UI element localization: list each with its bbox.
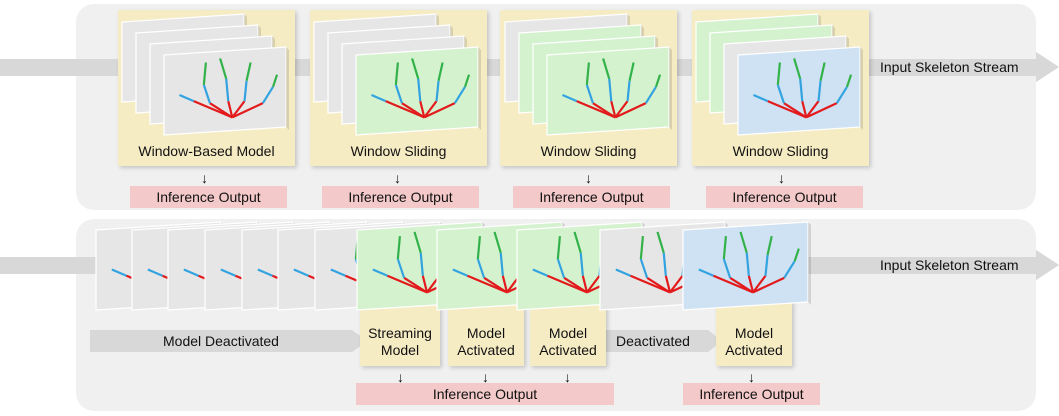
- stage-label-window-based-model: Window-Based Model: [138, 143, 275, 159]
- streaming-model-label: Streaming Model: [368, 325, 432, 358]
- down-arrow-icon: ↓: [564, 369, 571, 385]
- down-arrow-icon: ↓: [482, 369, 489, 385]
- down-arrow-icon: ↓: [585, 170, 592, 186]
- stage-label-window-sliding-3: Window Sliding: [732, 143, 829, 159]
- stage-label-window-sliding-1: Window Sliding: [350, 143, 447, 159]
- top-frame-4-4: [737, 46, 863, 136]
- bottom-frame-12: [682, 221, 811, 311]
- inference-output-main: Inference Output: [356, 383, 614, 405]
- top-stream-label: Input Skeleton Stream: [880, 59, 1019, 75]
- down-arrow-icon: ↓: [201, 170, 208, 186]
- inference-output-1: Inference Output: [130, 186, 287, 208]
- activated-box-2: [530, 300, 606, 366]
- model-activated-label-2: Model Activated: [539, 325, 597, 358]
- inference-output-2: Inference Output: [322, 186, 479, 208]
- top-frame-3-4: [546, 46, 672, 136]
- activated-box-3: [716, 300, 792, 366]
- deactivated-label: Deactivated: [616, 333, 690, 349]
- stage-label-window-sliding-2: Window Sliding: [540, 143, 637, 159]
- inference-output-right: Inference Output: [683, 383, 820, 405]
- model-activated-label-3: Model Activated: [725, 325, 783, 358]
- down-arrow-icon: ↓: [778, 170, 785, 186]
- activated-box-1: [448, 300, 524, 366]
- inference-output-4: Inference Output: [706, 186, 863, 208]
- down-arrow-icon: ↓: [748, 369, 755, 385]
- down-arrow-icon: ↓: [397, 369, 404, 385]
- model-deactivated-label: Model Deactivated: [163, 333, 279, 349]
- inference-output-3: Inference Output: [513, 186, 670, 208]
- down-arrow-icon: ↓: [394, 170, 401, 186]
- top-frame-2-4: [355, 46, 481, 136]
- bottom-stream-label: Input Skeleton Stream: [880, 257, 1019, 273]
- top-frame-1-4: [163, 46, 289, 136]
- streaming-model-box: [360, 300, 440, 366]
- model-activated-label-1: Model Activated: [457, 325, 515, 358]
